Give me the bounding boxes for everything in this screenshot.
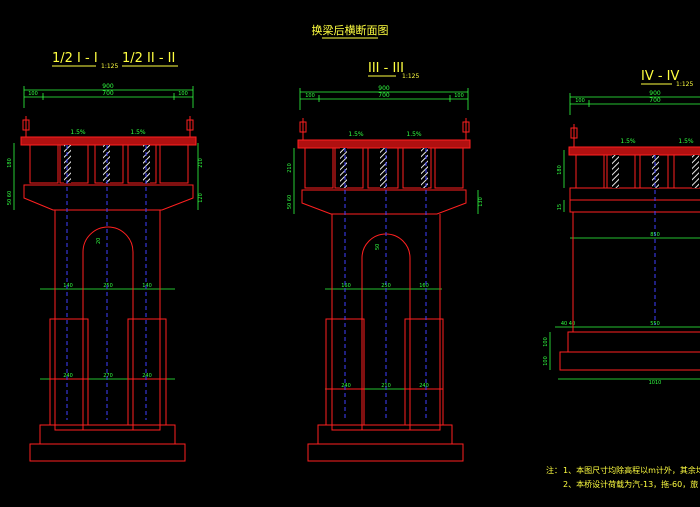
view-right: IV - IV 1:125 900 100 700 1.5% 1.5% 180 … — [543, 69, 700, 386]
slope-right: 1.5% — [678, 138, 694, 145]
dim-base-mid: 270 — [103, 373, 113, 379]
dim-col-mid: 250 — [103, 283, 113, 289]
dim-left-overhang: 100 — [575, 98, 585, 104]
dim-col-left: 160 — [341, 283, 351, 289]
dim-cap-left: 50 60 — [287, 195, 293, 209]
dim-low-left: 40 40 — [561, 321, 575, 327]
view-middle: III - III 1:125 900 100 700 100 1.5% 1.5… — [287, 61, 484, 462]
dim-overall: 900 — [378, 85, 390, 92]
dim-arch-gap: 20 — [96, 238, 102, 244]
notes-prefix: 注： — [546, 465, 562, 475]
slope-left: 1.5% — [70, 129, 86, 136]
dim-right-overhang: 100 — [454, 93, 464, 99]
view-mid-scale: 1:125 — [402, 73, 419, 80]
slope-left: 1.5% — [348, 131, 364, 138]
notes: 注： 1、本图尺寸均除高程以m计外，其余均以c 2、本桥设计荷载为汽-13，拖-… — [546, 465, 700, 489]
view-left-label-a: 1/2 I - I — [52, 51, 98, 66]
dim-left-overhang: 100 — [305, 93, 315, 99]
view-right-scale: 1:125 — [676, 81, 693, 88]
notes-line-2: 2、本桥设计荷载为汽-13，拖-60，旅 — [563, 479, 698, 489]
view-left: 1/2 I - I 1:125 1/2 II - II 900 100 700 … — [7, 51, 204, 462]
dim-overall: 900 — [102, 83, 114, 90]
dim-right-overhang: 100 — [178, 91, 188, 97]
view-left-label-b: 1/2 II - II — [122, 51, 175, 66]
view-mid-label: III - III — [368, 61, 404, 76]
dim-col-left: 140 — [63, 283, 73, 289]
notes-line-1: 1、本图尺寸均除高程以m计外，其余均以c — [563, 465, 700, 475]
dim-height-left: 180 — [7, 158, 13, 168]
dim-height-right: 210 — [198, 158, 204, 168]
dim-mid: 700 — [649, 97, 661, 104]
dim-height-left: 210 — [287, 163, 293, 173]
dim-cap-left: 50 60 — [7, 191, 13, 205]
slope-left: 1.5% — [620, 138, 636, 145]
dim-arch-gap: 50 — [375, 244, 381, 250]
dim-base-left: 240 — [341, 383, 351, 389]
slope-right: 1.5% — [130, 129, 146, 136]
view-left-scale: 1:125 — [101, 63, 118, 70]
dim-left-overhang: 100 — [28, 91, 38, 97]
dim-height-left: 180 — [557, 165, 563, 175]
dim-col-mid: 250 — [381, 283, 391, 289]
dim-cap-left: 15 — [557, 204, 563, 210]
dim-found-left-2: 100 — [543, 356, 549, 366]
drawing-title: 换梁后横断面图 — [312, 23, 389, 37]
dim-cap-right: 130 — [478, 197, 484, 207]
dim-overall: 900 — [649, 90, 661, 97]
dim-base-right: 240 — [419, 383, 429, 389]
dim-base-right: 240 — [142, 373, 152, 379]
dim-col-right: 140 — [142, 283, 152, 289]
dim-found-left-1: 100 — [543, 337, 549, 347]
slope-right: 1.5% — [406, 131, 422, 138]
dim-mid: 700 — [378, 92, 390, 99]
dim-col-right: 160 — [419, 283, 429, 289]
dim-cap-right: 120 — [198, 193, 204, 203]
dim-found-width: 1010 — [649, 380, 662, 386]
dim-mid: 700 — [102, 90, 114, 97]
dim-base-left: 240 — [63, 373, 73, 379]
view-right-label: IV - IV — [641, 69, 680, 84]
